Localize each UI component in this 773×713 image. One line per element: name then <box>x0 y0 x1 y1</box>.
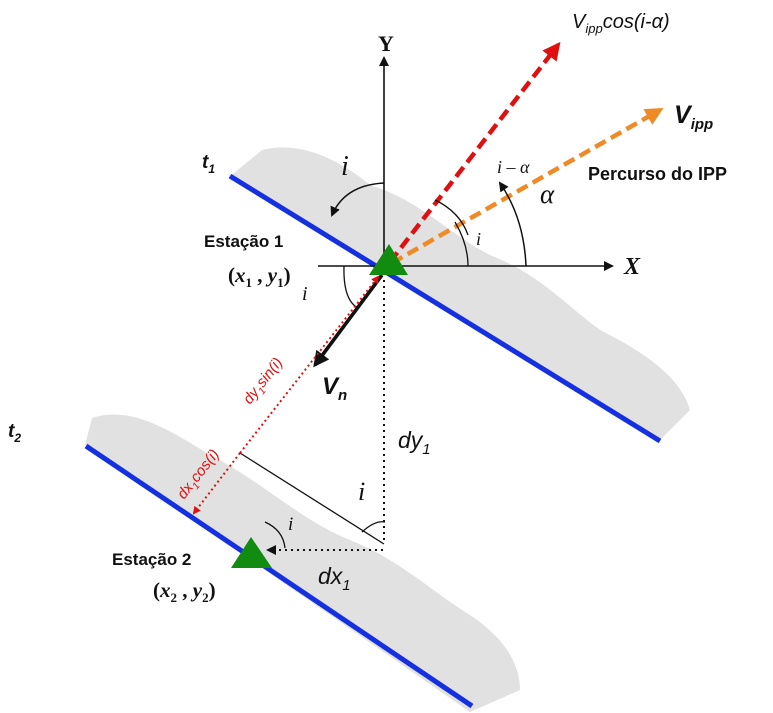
wavefront-shadow-t2 <box>85 414 520 712</box>
angle-arc-i-minus-alpha <box>434 199 469 236</box>
vn-label: Vn <box>322 373 347 404</box>
i-label-top: i <box>341 151 349 182</box>
x-axis-label: X <box>623 254 641 280</box>
dx1-label: dx1 <box>318 563 351 594</box>
dy1-label: dy1 <box>398 427 431 458</box>
t2-label: t2 <box>8 421 21 445</box>
dy-sin-red-dotted <box>239 275 380 454</box>
vipp-cos-vector <box>388 41 561 264</box>
angle-arc-i-right <box>454 221 469 267</box>
t1-label: t1 <box>202 152 215 176</box>
front-line-t2 <box>84 443 474 709</box>
i-label-right: i <box>476 229 481 249</box>
y-axis-label: Y <box>378 31 394 56</box>
i-label-bottom: i <box>358 477 365 506</box>
station-1-name: Estação 1 <box>204 232 283 251</box>
station-2-coords: (x2 , y2) <box>153 578 216 605</box>
station-2-marker <box>231 537 272 568</box>
angle-arc-i-bottom <box>361 521 386 533</box>
vipp-label: Vipp <box>674 101 713 133</box>
i-minus-alpha-label: i – α <box>497 157 530 177</box>
station-1-marker <box>369 244 408 275</box>
vipp-cos-label: Vippcos(i-α) <box>572 11 670 36</box>
angle-arc-i-left <box>343 265 359 309</box>
i-label-left: i <box>302 283 308 305</box>
station-1-coords: (x1 , y1) <box>228 263 291 290</box>
angle-arc-alpha <box>498 181 527 267</box>
alpha-label: α <box>540 179 555 209</box>
front-line-t1 <box>228 173 662 444</box>
station-2-name: Estação 2 <box>112 550 191 569</box>
vipp-vector <box>390 108 664 265</box>
angle-arc-i-station2 <box>264 521 286 549</box>
ipp-path-label: Percurso do IPP <box>588 164 727 184</box>
i-label-station2: i <box>288 514 293 535</box>
angle-arc-i-top <box>330 182 385 217</box>
wavefront-shadow-t1 <box>228 147 690 441</box>
perpendicular-segment <box>239 452 385 545</box>
vn-vector <box>313 273 384 368</box>
